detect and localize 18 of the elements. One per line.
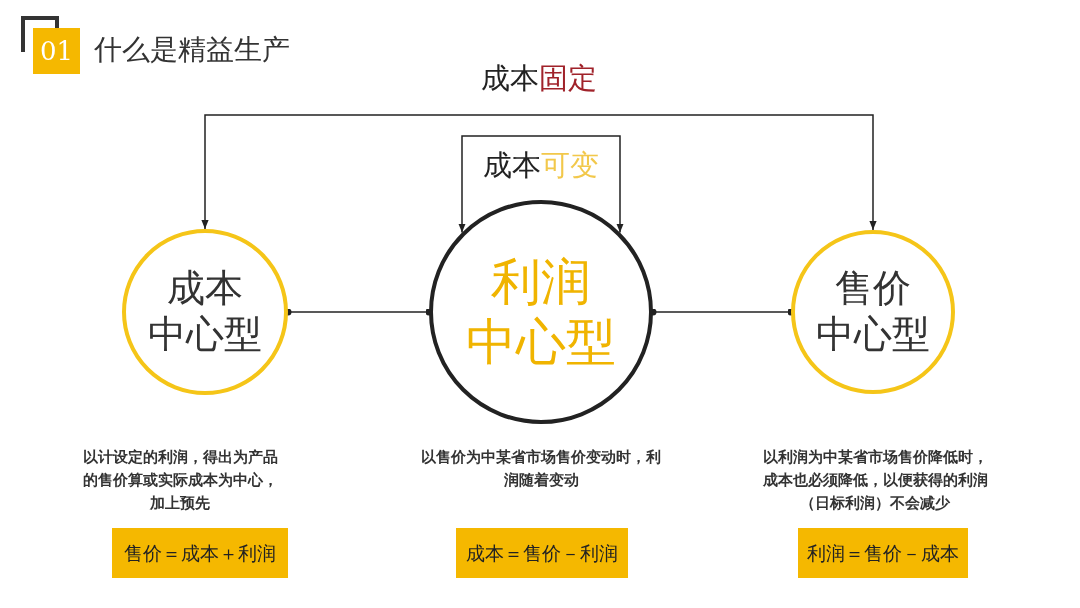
node-text: 成本中心型 (147, 266, 263, 358)
formula-box: 利润＝售价－成本 (798, 528, 968, 578)
description-text: 以计设定的利润，得出为产品的售价算或实际成本为中心，加上预先 (81, 447, 279, 514)
circle (429, 200, 653, 424)
description-text: 以售价为中某省市场售价变动时，利润随着变动 (420, 447, 662, 491)
title: 什么是精益生产 (94, 32, 290, 68)
description-text: 以利润为中某省市场售价降低时，成本也必须降低，以便获得的利润（日标利润）不会减少 (761, 447, 989, 514)
arrow (458, 135, 624, 234)
circle (791, 230, 955, 394)
formula-box: 成本＝售价－利润 (456, 528, 628, 578)
node-text: 利润中心型 (465, 252, 617, 372)
number-badge: 01 (33, 28, 80, 74)
arrow (201, 114, 877, 231)
node-text: 售价中心型 (815, 266, 931, 358)
edge-label: 成本可变 (482, 147, 600, 184)
formula-box: 售价＝成本＋利润 (112, 528, 288, 578)
edge-label: 成本固定 (480, 60, 598, 97)
circle (122, 229, 288, 395)
